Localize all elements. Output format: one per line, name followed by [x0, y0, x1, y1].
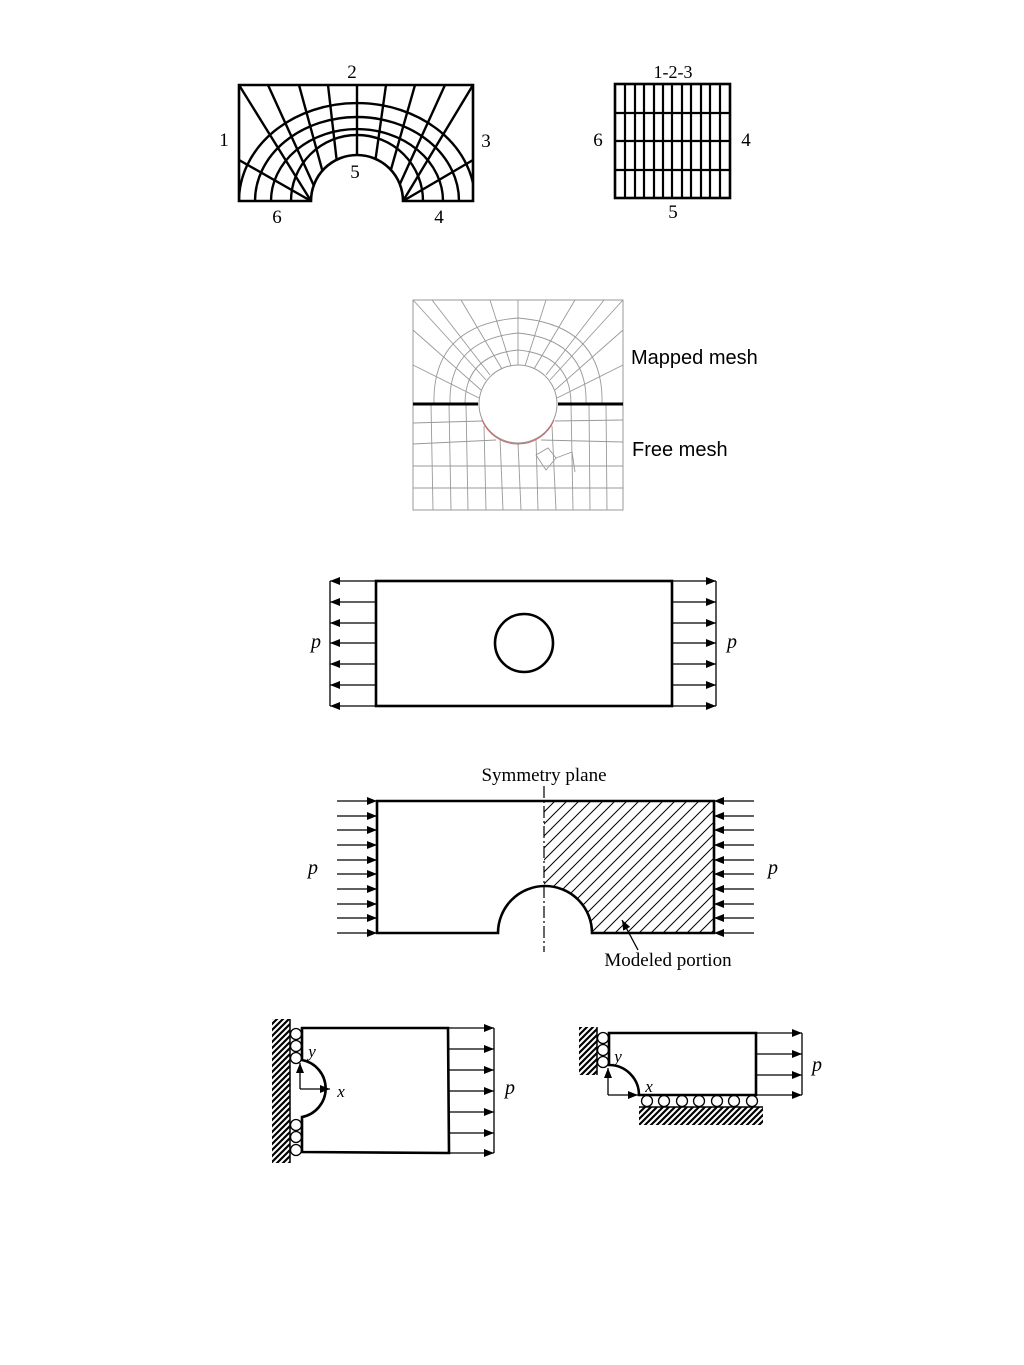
- roller-supports-bottom: [640, 1094, 759, 1108]
- mapped-mesh-lines: [412, 299, 624, 405]
- edge-label-left: 1: [219, 130, 229, 151]
- axis-y-label: y: [612, 1047, 622, 1066]
- fig-e-half-model: y x p: [272, 1019, 515, 1163]
- edge-label-hole: 5: [350, 162, 360, 183]
- fig-a-block-outline: [237, 83, 475, 203]
- roller-supports: [289, 1027, 303, 1157]
- fig-d-symmetry: Symmetry plane Modeled portion p p: [306, 765, 778, 971]
- modeled-portion-hatch: [544, 801, 714, 933]
- plate-c-hole: [493, 612, 555, 674]
- load-label-right: p: [766, 857, 778, 879]
- modeled-portion-pointer: [621, 919, 639, 951]
- free-mesh-lines: [412, 403, 624, 511]
- axes-right: [604, 1068, 638, 1099]
- edge-label-right: 3: [481, 131, 491, 152]
- plate-c-outline: [374, 579, 674, 708]
- edge-label-bottom-left: 6: [272, 207, 282, 228]
- square-mesh-lines: [615, 84, 730, 198]
- edge-label-bottom-right: 4: [434, 207, 444, 228]
- load-arrows-left: [329, 577, 376, 710]
- fig-e-quarter-model: y x p: [579, 1027, 822, 1125]
- compression-arrows-left: [337, 797, 377, 937]
- fig-a-mesh-lines: [239, 85, 473, 201]
- load-arrows-right: [672, 577, 717, 710]
- symmetry-plane-label: Symmetry plane: [481, 765, 606, 786]
- fig-a-square-mesh: 1-2-3 6 4 5: [593, 62, 751, 223]
- fig-b-mesh-comparison: Mapped mesh Free mesh: [412, 299, 758, 511]
- modeled-portion-label: Modeled portion: [604, 950, 732, 971]
- load-label: p: [503, 1077, 515, 1099]
- half-plate-outline: [300, 1026, 451, 1155]
- square-label-bottom: 5: [668, 202, 678, 223]
- load-label: p: [810, 1054, 822, 1076]
- wall-support-right: [579, 1027, 597, 1075]
- load-label-right: p: [725, 631, 737, 653]
- plate-d-outline: [375, 799, 716, 935]
- square-label-left: 6: [593, 130, 603, 151]
- floor-support: [639, 1107, 763, 1125]
- load-label-left: p: [309, 631, 321, 653]
- axes-left: [296, 1063, 330, 1093]
- quarter-plate-outline: [607, 1031, 758, 1097]
- free-mesh-label: Free mesh: [632, 439, 728, 461]
- fig-a-block-mesh: 2 1 3 5 6 4: [219, 62, 491, 228]
- compression-arrows-right: [714, 797, 754, 937]
- edge-label-top: 2: [347, 62, 357, 83]
- axis-x-label: x: [336, 1082, 345, 1101]
- hole-outline: [478, 364, 558, 444]
- roller-supports-side: [596, 1031, 610, 1069]
- square-label-right: 4: [741, 130, 751, 151]
- tension-arrows-quarter: [756, 1029, 803, 1099]
- square-label-top: 1-2-3: [654, 62, 693, 82]
- fig-c-loaded-plate: p p: [309, 577, 737, 710]
- wall-support-left: [272, 1019, 290, 1163]
- axis-x-label: x: [644, 1077, 653, 1096]
- tension-arrows: [449, 1024, 495, 1157]
- load-label-left: p: [306, 857, 318, 879]
- hole-free-edge: [481, 419, 555, 445]
- mapped-mesh-label: Mapped mesh: [631, 347, 758, 369]
- axis-y-label: y: [306, 1042, 316, 1061]
